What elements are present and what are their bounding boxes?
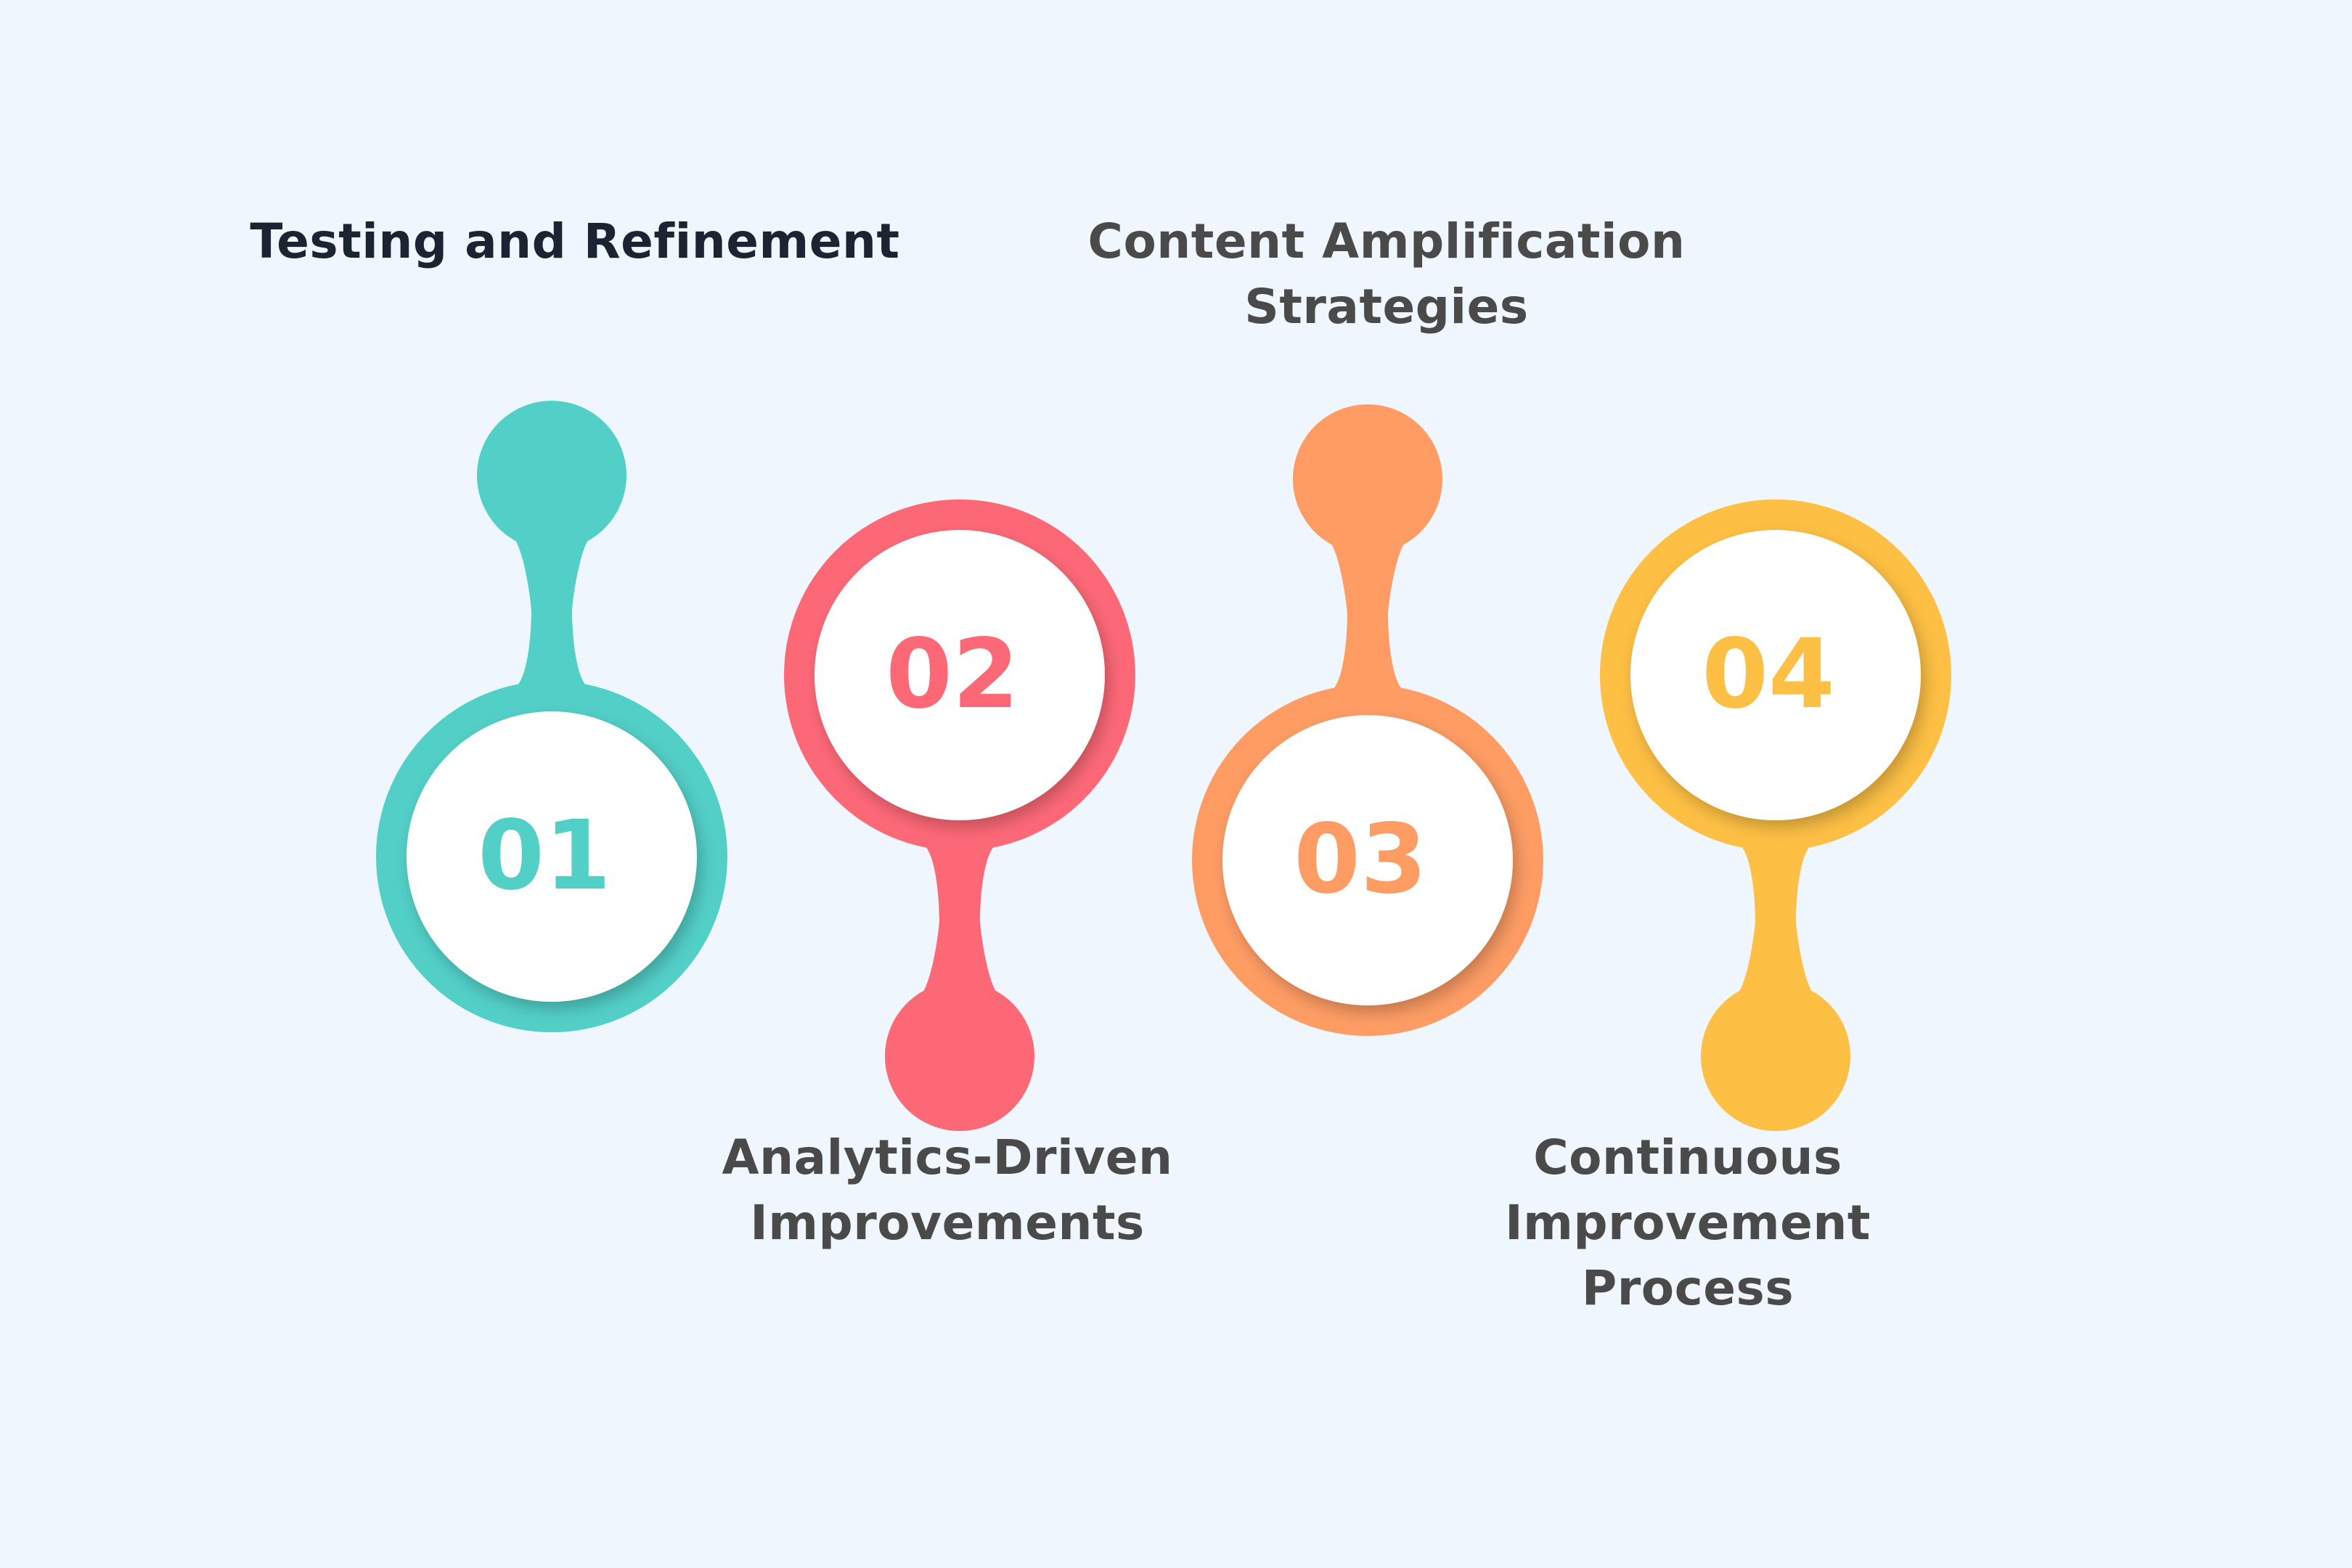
step-2-connector	[916, 841, 1003, 997]
step-4-number: 04	[1702, 618, 1835, 730]
step-1-inner-disc	[407, 711, 697, 1002]
step-3-inner-disc	[1222, 715, 1513, 1005]
step-3-connector	[1324, 538, 1411, 694]
step-4-marker: 04	[1600, 499, 1951, 1131]
step-1-knob	[477, 401, 626, 550]
step-4-inner-disc	[1630, 530, 1921, 820]
step-4-connector	[1732, 841, 1819, 997]
step-2-number: 02	[886, 618, 1019, 730]
step-2-label: Content Amplification Strategies	[1087, 213, 1686, 335]
step-1-number: 01	[478, 800, 611, 912]
step-3-marker: 03	[1192, 404, 1543, 1036]
step-1-connector	[508, 534, 595, 690]
step-4-label: Continuous Improvement Process	[1505, 1130, 1871, 1316]
step-2-inner-disc	[814, 530, 1105, 820]
step-2-marker: 02	[784, 499, 1135, 1131]
step-3-label: Analytics-Driven Improvements	[722, 1130, 1173, 1251]
step-3-number: 03	[1294, 804, 1427, 915]
step-4-knob	[1701, 981, 1850, 1131]
step-3-knob	[1293, 404, 1442, 554]
step-2-knob	[885, 981, 1034, 1131]
step-1-label: Testing and Refinement	[250, 213, 900, 269]
step-1-marker: 01	[376, 401, 727, 1032]
